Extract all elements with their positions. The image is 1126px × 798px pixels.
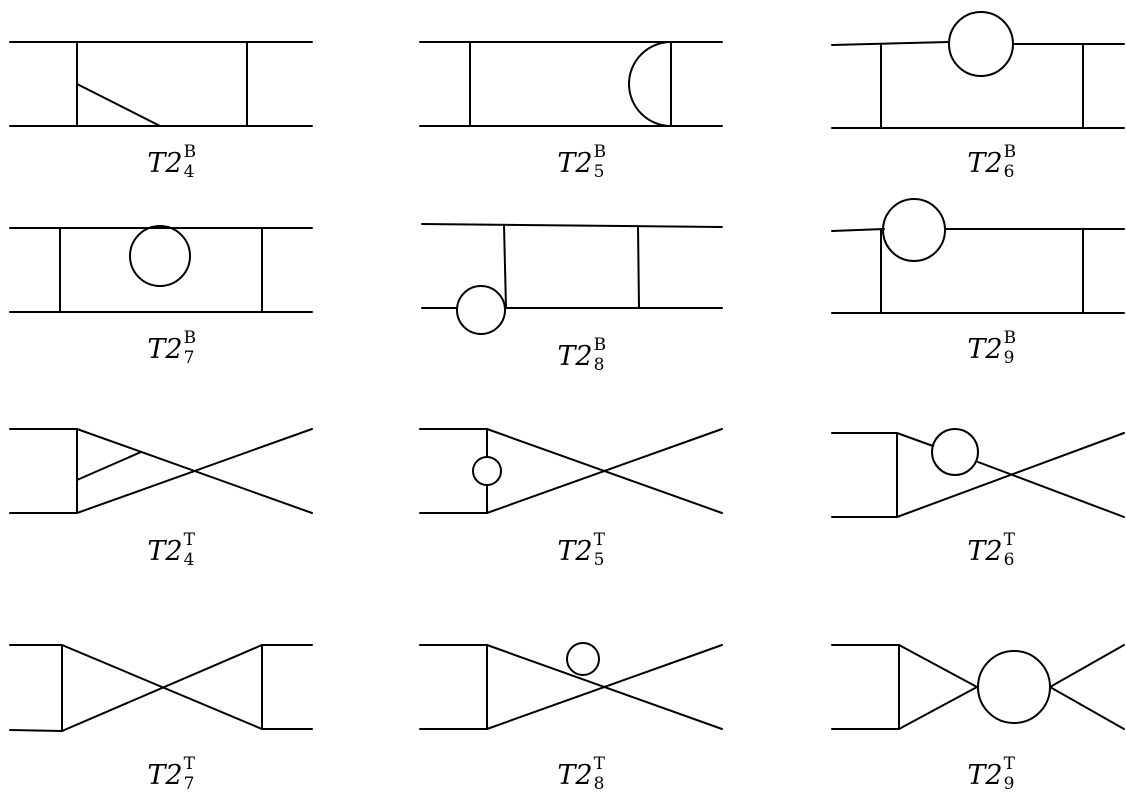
propagator-line bbox=[1049, 686, 1125, 730]
propagator-line bbox=[896, 432, 934, 447]
diagram-t2b5 bbox=[419, 41, 723, 127]
propagator-line bbox=[76, 83, 161, 127]
diagram-t2t9 bbox=[831, 644, 1125, 730]
propagator-line bbox=[977, 461, 1125, 518]
loop-bubble bbox=[472, 456, 502, 486]
propagator-line bbox=[9, 729, 63, 732]
propagator-line bbox=[637, 225, 640, 309]
diagram-t2t6 bbox=[831, 428, 1125, 518]
loop-bubble bbox=[882, 198, 946, 262]
propagator-line bbox=[61, 644, 263, 732]
propagator-line bbox=[896, 432, 1125, 518]
self-energy-arc bbox=[628, 41, 672, 127]
diagram-t2t7 bbox=[9, 644, 313, 732]
propagator-line bbox=[898, 686, 978, 730]
propagator-line bbox=[898, 644, 978, 688]
diagram-t2t5 bbox=[419, 428, 723, 514]
diagram-t2t8 bbox=[419, 642, 723, 730]
propagator-line bbox=[76, 428, 313, 514]
loop-bubble bbox=[129, 225, 191, 287]
propagator-line bbox=[421, 223, 723, 228]
diagram-t2b4 bbox=[9, 41, 313, 127]
loop-bubble bbox=[931, 428, 979, 476]
diagram-t2t4 bbox=[9, 428, 313, 514]
diagram-t2b8 bbox=[421, 223, 723, 335]
diagram-t2b7 bbox=[9, 225, 313, 313]
loop-bubble bbox=[977, 650, 1051, 724]
diagram-t2b9 bbox=[831, 198, 1125, 314]
propagator-line bbox=[76, 451, 142, 481]
loop-bubble bbox=[948, 11, 1014, 77]
loop-bubble bbox=[566, 642, 600, 676]
propagator-line bbox=[486, 644, 723, 730]
propagator-line bbox=[503, 224, 507, 309]
propagator-line bbox=[1049, 644, 1125, 688]
loop-bubble bbox=[456, 285, 506, 335]
propagator-line bbox=[831, 228, 885, 232]
propagator-line bbox=[831, 41, 950, 46]
diagram-t2b6 bbox=[831, 11, 1125, 129]
propagator-line bbox=[486, 428, 723, 514]
